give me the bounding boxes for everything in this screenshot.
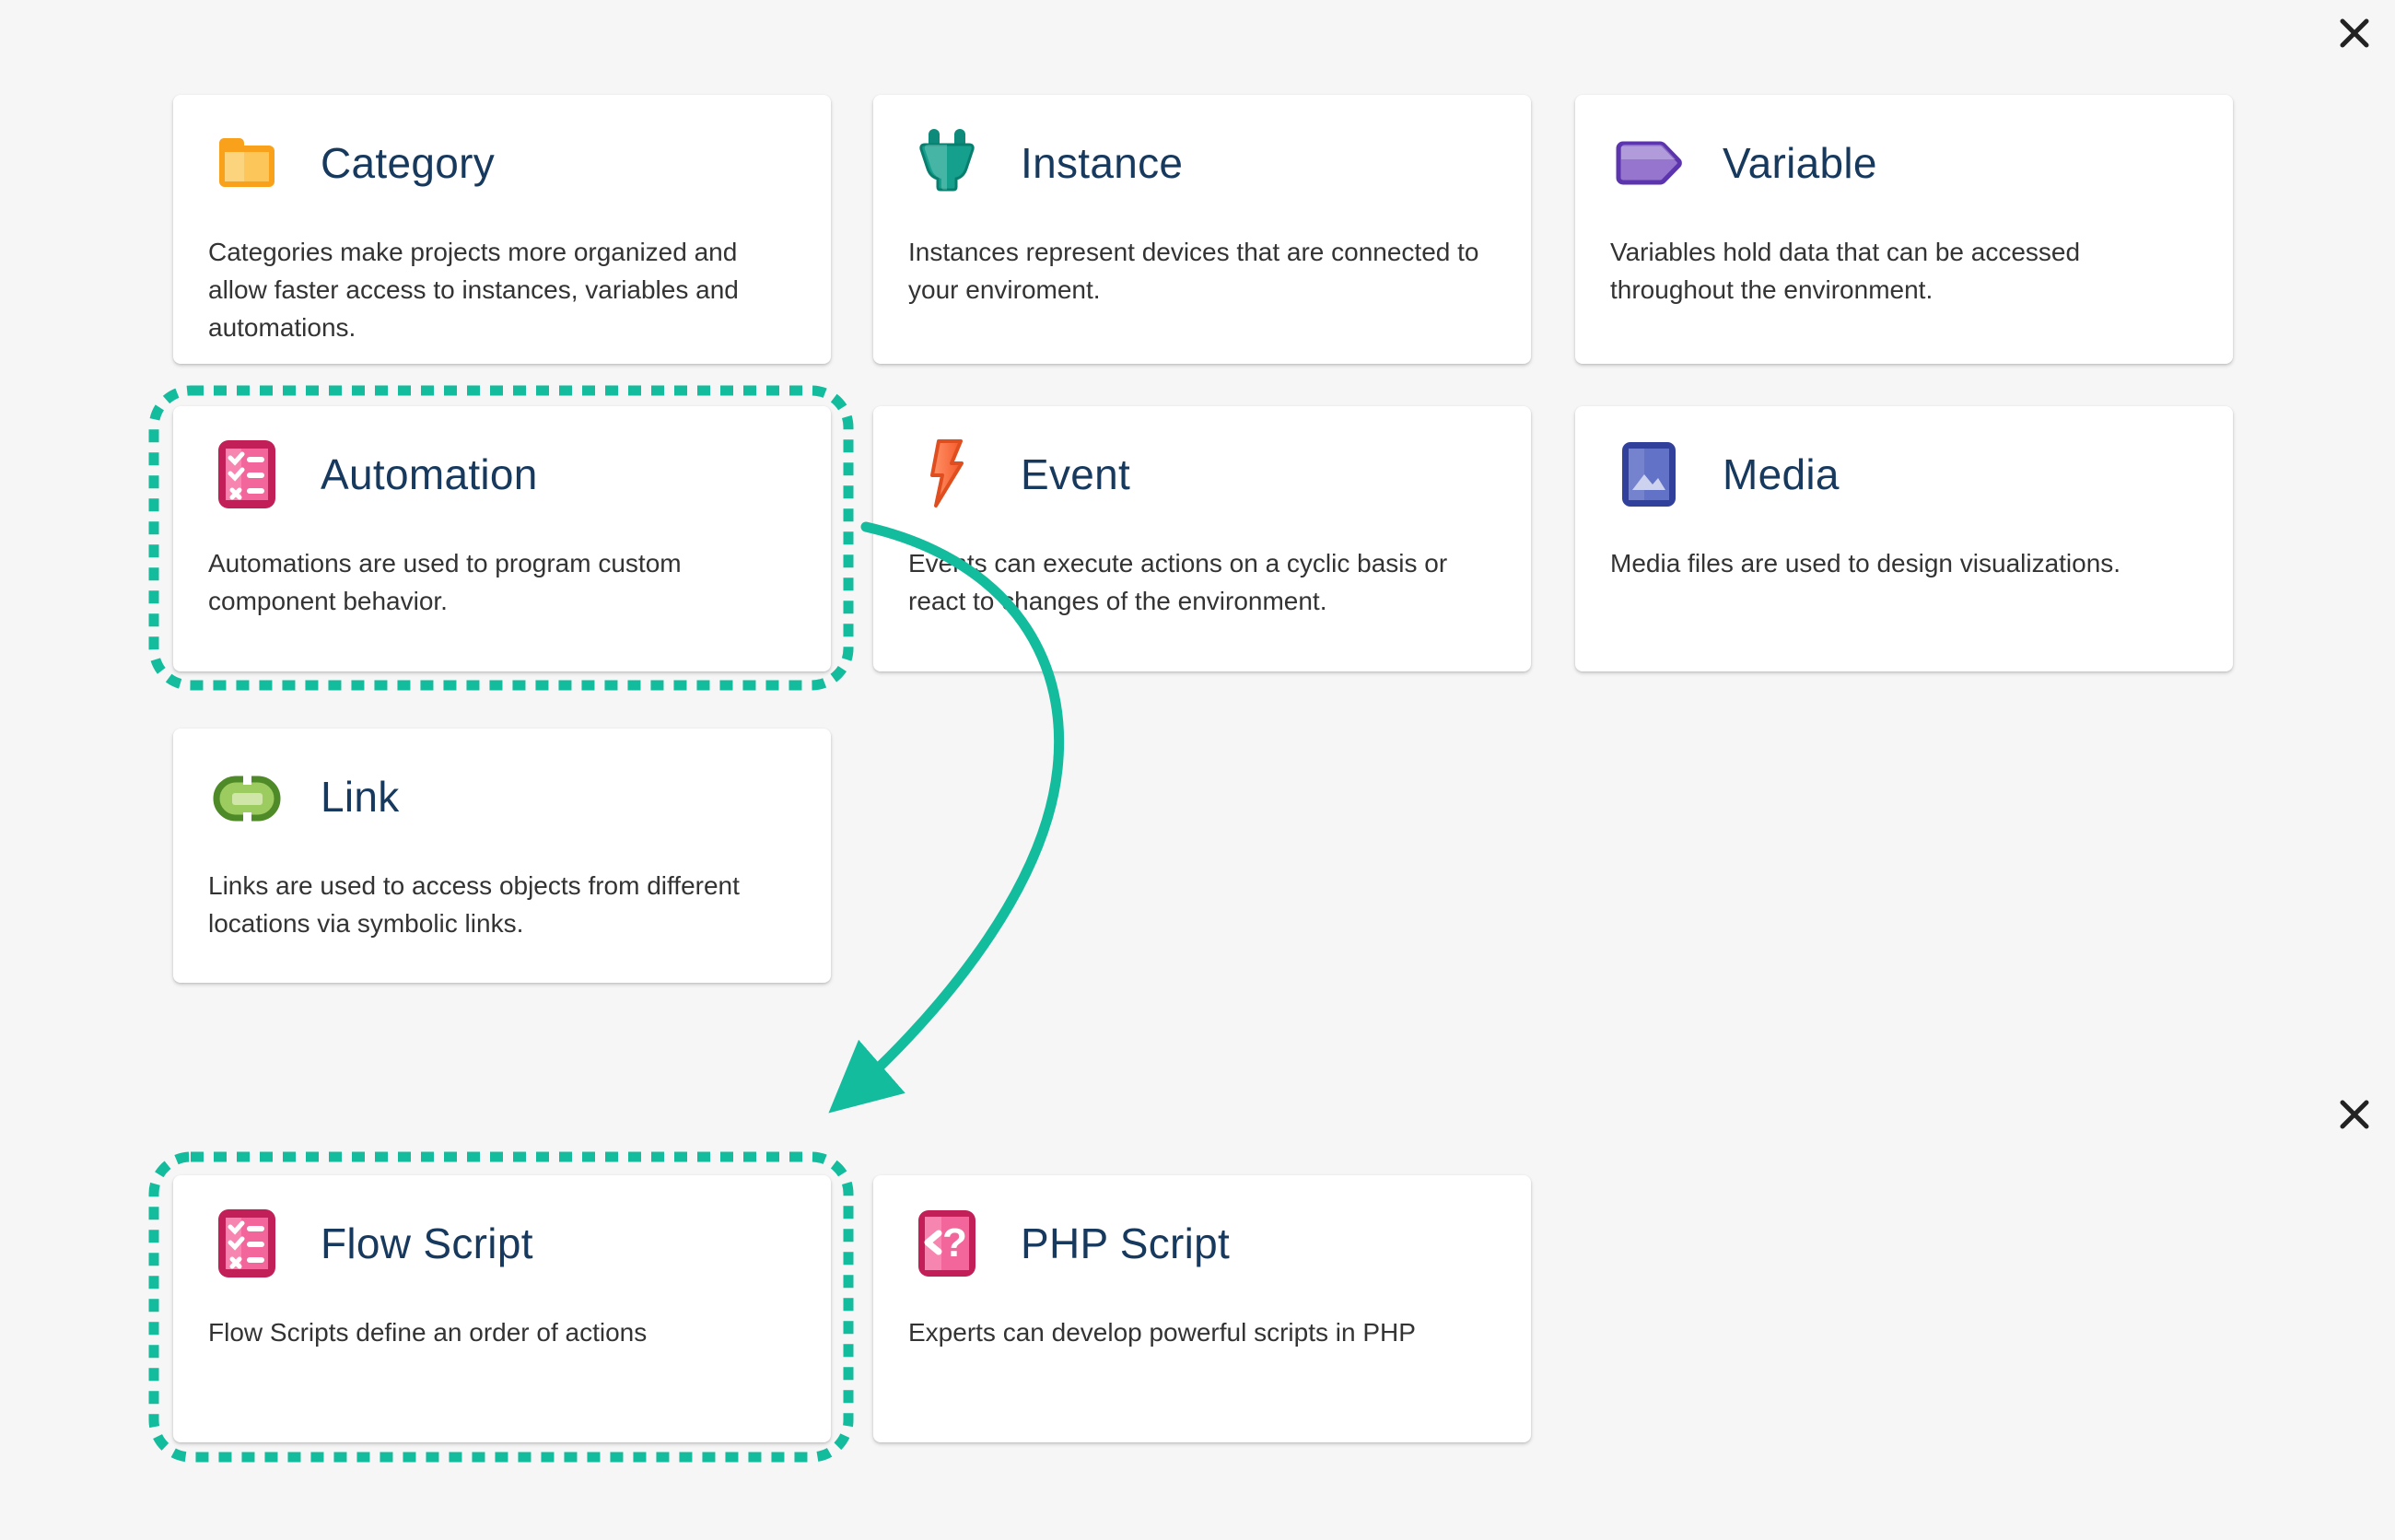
card-description: Categories make projects more organized … [208, 238, 739, 342]
card-title: Media [1723, 450, 1840, 498]
php-code-icon: ? [910, 1207, 984, 1280]
card-header: Media [1575, 406, 2233, 511]
chain-icon [210, 760, 284, 834]
checklist-icon [210, 1207, 284, 1280]
card-link[interactable]: Link Links are used to access objects fr… [173, 729, 831, 983]
card-header: Variable [1575, 95, 2233, 200]
close-button-scripts-section[interactable] [2332, 1094, 2377, 1138]
card-category[interactable]: Category Categories make projects more o… [173, 95, 831, 364]
card-description: Automations are used to program custom c… [208, 549, 682, 615]
card-title: Variable [1723, 139, 1877, 187]
card-header: Category [173, 95, 831, 200]
card-php-script[interactable]: ? PHP Script Experts can develop powerfu… [873, 1175, 1531, 1442]
card-description: Flow Scripts define an order of actions [208, 1318, 648, 1347]
close-icon [2332, 1092, 2377, 1141]
card-header: Link [173, 729, 831, 834]
card-description: Instances represent devices that are con… [908, 238, 1479, 304]
image-icon [1612, 438, 1686, 511]
checklist-icon [210, 438, 284, 511]
card-description: Variables hold data that can be accessed… [1610, 238, 2081, 304]
card-header: Automation [173, 406, 831, 511]
card-description: Media files are used to design visualiza… [1610, 549, 2121, 578]
card-media[interactable]: Media Media files are used to design vis… [1575, 406, 2233, 671]
card-variable[interactable]: Variable Variables hold data that can be… [1575, 95, 2233, 364]
card-title: Automation [321, 450, 538, 498]
close-icon [2332, 11, 2377, 60]
tag-icon [1612, 126, 1686, 200]
card-title: PHP Script [1021, 1219, 1231, 1267]
card-title: Link [321, 773, 400, 821]
card-title: Instance [1021, 139, 1184, 187]
card-header: Flow Script [173, 1175, 831, 1280]
plug-icon [910, 126, 984, 200]
folder-icon [210, 126, 284, 200]
card-title: Category [321, 139, 496, 187]
svg-text:?: ? [942, 1220, 967, 1266]
card-header: Instance [873, 95, 1531, 200]
card-header: ? PHP Script [873, 1175, 1531, 1280]
card-instance[interactable]: Instance Instances represent devices tha… [873, 95, 1531, 364]
bolt-icon [910, 438, 984, 511]
card-flow-script[interactable]: Flow Script Flow Scripts define an order… [173, 1175, 831, 1442]
card-description: Experts can develop powerful scripts in … [908, 1318, 1416, 1347]
card-description: Events can execute actions on a cyclic b… [908, 549, 1448, 615]
card-header: Event [873, 406, 1531, 511]
card-title: Flow Script [321, 1219, 533, 1267]
card-automation[interactable]: Automation Automations are used to progr… [173, 406, 831, 671]
card-title: Event [1021, 450, 1131, 498]
card-event[interactable]: Event Events can execute actions on a cy… [873, 406, 1531, 671]
card-description: Links are used to access objects from di… [208, 871, 740, 938]
close-button-top[interactable] [2332, 13, 2377, 57]
